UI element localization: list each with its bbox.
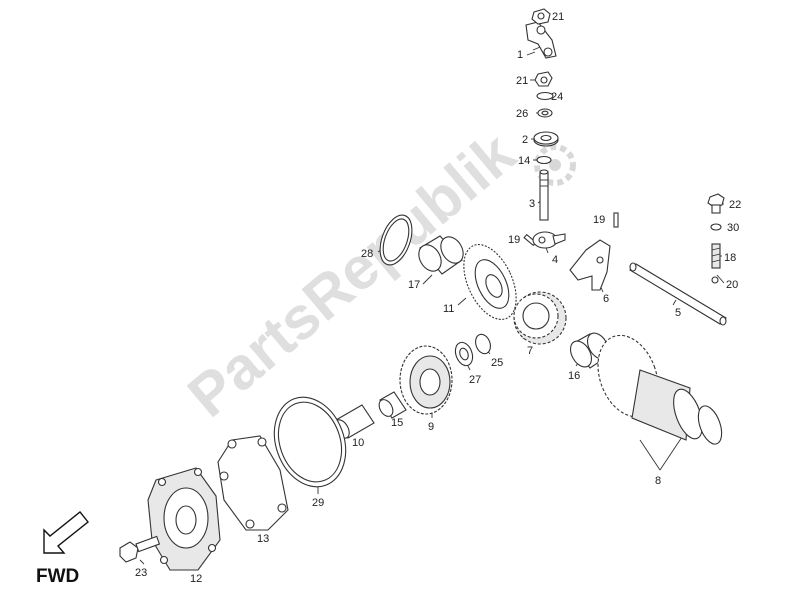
callout-25: 25 <box>491 357 503 369</box>
part-26-washer <box>537 108 553 118</box>
callout-24: 24 <box>551 91 563 103</box>
callout-4: 4 <box>552 254 558 266</box>
callout-19: 19 <box>508 234 520 246</box>
callout-1: 1 <box>517 49 523 61</box>
callout-2: 2 <box>522 134 528 146</box>
part-12-cover <box>147 467 221 571</box>
callout-19: 19 <box>593 214 605 226</box>
callout-6: 6 <box>603 293 609 305</box>
part-15-needle-bearing <box>378 391 407 419</box>
callout-21: 21 <box>516 75 528 87</box>
part-23-bolt <box>119 535 161 563</box>
callout-29: 29 <box>312 497 324 509</box>
watermark-gear-icon <box>534 144 576 186</box>
callout-15: 15 <box>391 417 403 429</box>
callout-12: 12 <box>190 573 202 585</box>
callout-21: 21 <box>552 11 564 23</box>
part-27-washer <box>454 341 474 367</box>
part-29-gasket <box>273 396 347 488</box>
part-5-fork-shaft <box>629 262 727 326</box>
part-13-cover-gasket <box>217 435 289 531</box>
callout-10: 10 <box>352 437 364 449</box>
callout-17: 17 <box>408 279 420 291</box>
part-22-bolt <box>707 193 725 214</box>
callout-26: 26 <box>516 108 528 120</box>
callout-9: 9 <box>428 421 434 433</box>
part-21-nut-lower <box>534 71 553 87</box>
part-19-pin <box>613 212 619 228</box>
callout-20: 20 <box>726 279 738 291</box>
callout-11: 11 <box>443 303 454 315</box>
part-25-circlip <box>475 333 491 355</box>
callout-18: 18 <box>724 252 736 264</box>
part-8-output-shaft <box>597 334 723 445</box>
part-21-nut <box>531 8 551 25</box>
part-17-bearing <box>418 235 464 275</box>
callout-8: 8 <box>655 475 661 487</box>
callout-14: 14 <box>518 155 530 167</box>
part-6-shift-fork <box>569 239 611 291</box>
part-1-shift-lever <box>525 21 557 59</box>
part-14-o-ring <box>536 155 552 165</box>
callout-30: 30 <box>727 222 739 234</box>
part-4-cam <box>532 231 566 249</box>
part-18-spring <box>711 243 721 269</box>
callout-22: 22 <box>729 199 741 211</box>
callout-23: 23 <box>135 567 147 579</box>
callout-16: 16 <box>568 370 580 382</box>
callout-27: 27 <box>469 374 481 386</box>
callout-13: 13 <box>257 533 269 545</box>
fwd-arrow-icon <box>43 511 89 554</box>
part-28-shim <box>379 214 413 266</box>
part-7-sliding-sleeve <box>513 291 567 345</box>
part-9-gear <box>399 345 453 415</box>
callout-3: 3 <box>529 198 535 210</box>
callout-5: 5 <box>675 307 681 319</box>
part-11-bevel-gear <box>463 244 517 320</box>
callout-28: 28 <box>361 248 373 260</box>
part-3-selector-shaft <box>539 169 549 221</box>
part-24-washer <box>536 91 554 101</box>
part-2-bearing <box>533 131 559 147</box>
callout-7: 7 <box>527 345 533 357</box>
part-30-washer <box>710 223 722 231</box>
callout-labels: 21 1 21 24 26 2 14 3 19 19 4 28 17 11 6 … <box>135 11 741 585</box>
part-20-ball <box>711 276 719 284</box>
fwd-label: FWD <box>36 566 79 587</box>
